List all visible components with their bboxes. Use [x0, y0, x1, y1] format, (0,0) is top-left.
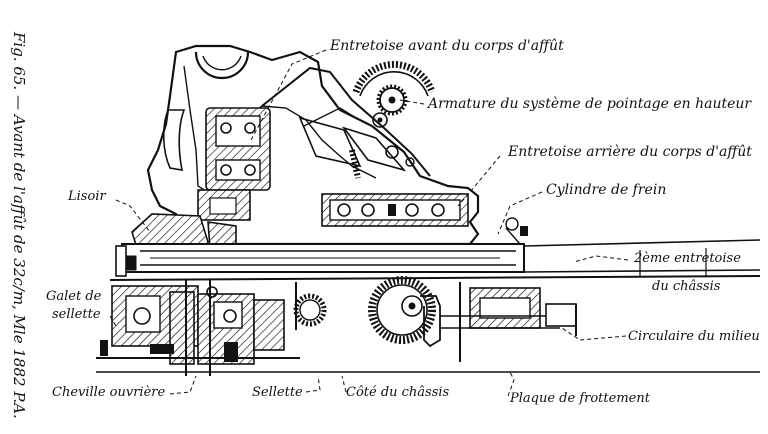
leader-lines	[109, 49, 629, 397]
recoil-cylinder	[115, 217, 528, 277]
label-galet-1: Galet de	[46, 289, 102, 304]
label-entretoise-chassis-1: 2ème entretoise	[633, 251, 741, 266]
elevation-gear-train	[349, 60, 436, 179]
middle-circular-gear	[293, 276, 577, 362]
front-transom	[197, 107, 271, 221]
lower-structure	[96, 280, 300, 376]
label-entretoise-avant: Entretoise avant du corps d'affût	[329, 38, 564, 54]
label-circulaire: Circulaire du milieu	[628, 329, 760, 344]
label-lisoir: Lisoir	[67, 189, 106, 204]
carriage-body	[146, 44, 480, 246]
chassis-frame	[109, 239, 761, 281]
label-plaque: Plaque de frottement	[509, 391, 651, 406]
figure-caption: Fig. 65. — Avant de l'affût de 32c/m, Ml…	[10, 31, 28, 419]
label-cylindre-frein: Cylindre de frein	[546, 182, 666, 198]
label-cote-chassis: Côté du châssis	[346, 385, 450, 400]
label-armature-pointage: Armature du système de pointage en haute…	[426, 96, 752, 112]
label-galet-2: sellette	[52, 307, 101, 322]
label-sellette: Sellette	[252, 385, 303, 400]
rear-transom	[321, 193, 469, 227]
label-entretoise-chassis-2: du châssis	[652, 279, 721, 294]
label-entretoise-arriere: Entretoise arrière du corps d'affût	[507, 144, 752, 160]
label-cheville: Cheville ouvrière	[52, 385, 165, 400]
